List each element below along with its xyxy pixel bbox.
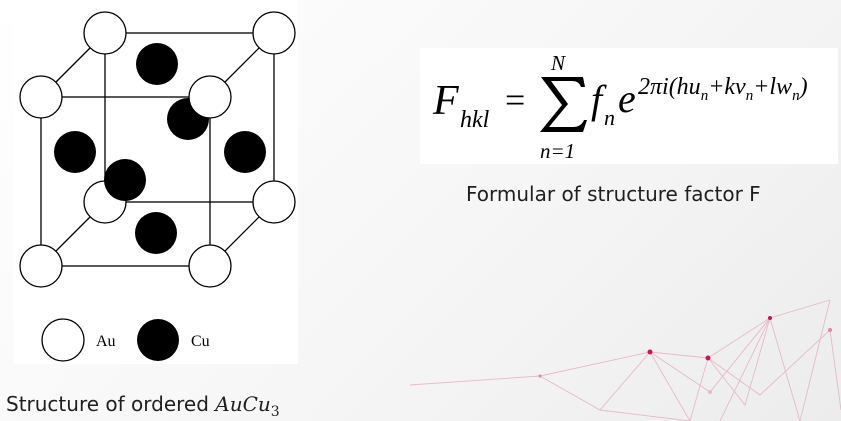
au-atom (19, 75, 63, 119)
legend-cu-marker (137, 319, 179, 361)
legend: Au Cu (41, 318, 210, 362)
cu-atom (224, 131, 266, 173)
au-atom (252, 180, 296, 224)
formula-equals: = (505, 80, 525, 120)
structure-factor-formula: F hkl = N n=1 f n e 2πi(hun+kvn+lwn) (432, 51, 808, 163)
legend-au-marker (41, 318, 85, 362)
cu-atom (54, 131, 96, 173)
formula-lhs: F (432, 78, 459, 124)
cu-atom (104, 159, 146, 201)
cu-atom (136, 43, 178, 85)
structure-caption-subscript: 3 (270, 404, 280, 420)
structure-caption-formula: AuCu3 (215, 392, 280, 420)
legend-au-label: Au (96, 333, 116, 350)
summation-sign (540, 77, 587, 132)
formula-caption: Formular of structure factor F (466, 182, 761, 206)
structure-caption: Structure of ordered AuCu3 (6, 392, 280, 420)
formula-f-subscript: n (604, 105, 615, 130)
legend-cu-label: Cu (191, 333, 210, 350)
au-atom (252, 11, 296, 55)
formula-exponent: 2πi(hun+kvn+lwn) (638, 74, 808, 104)
au-atom (19, 244, 63, 288)
formula-panel (420, 48, 838, 164)
sum-upper-limit: N (550, 51, 566, 75)
structure-caption-prefix: Structure of ordered (6, 392, 216, 416)
sum-lower-limit: n=1 (540, 139, 575, 163)
au-atom (83, 11, 127, 55)
au-atom (188, 75, 232, 119)
au-atom (188, 244, 232, 288)
formula-e: e (618, 76, 636, 121)
formula-lhs-subscript: hkl (460, 107, 490, 133)
cu-atom (135, 212, 177, 254)
